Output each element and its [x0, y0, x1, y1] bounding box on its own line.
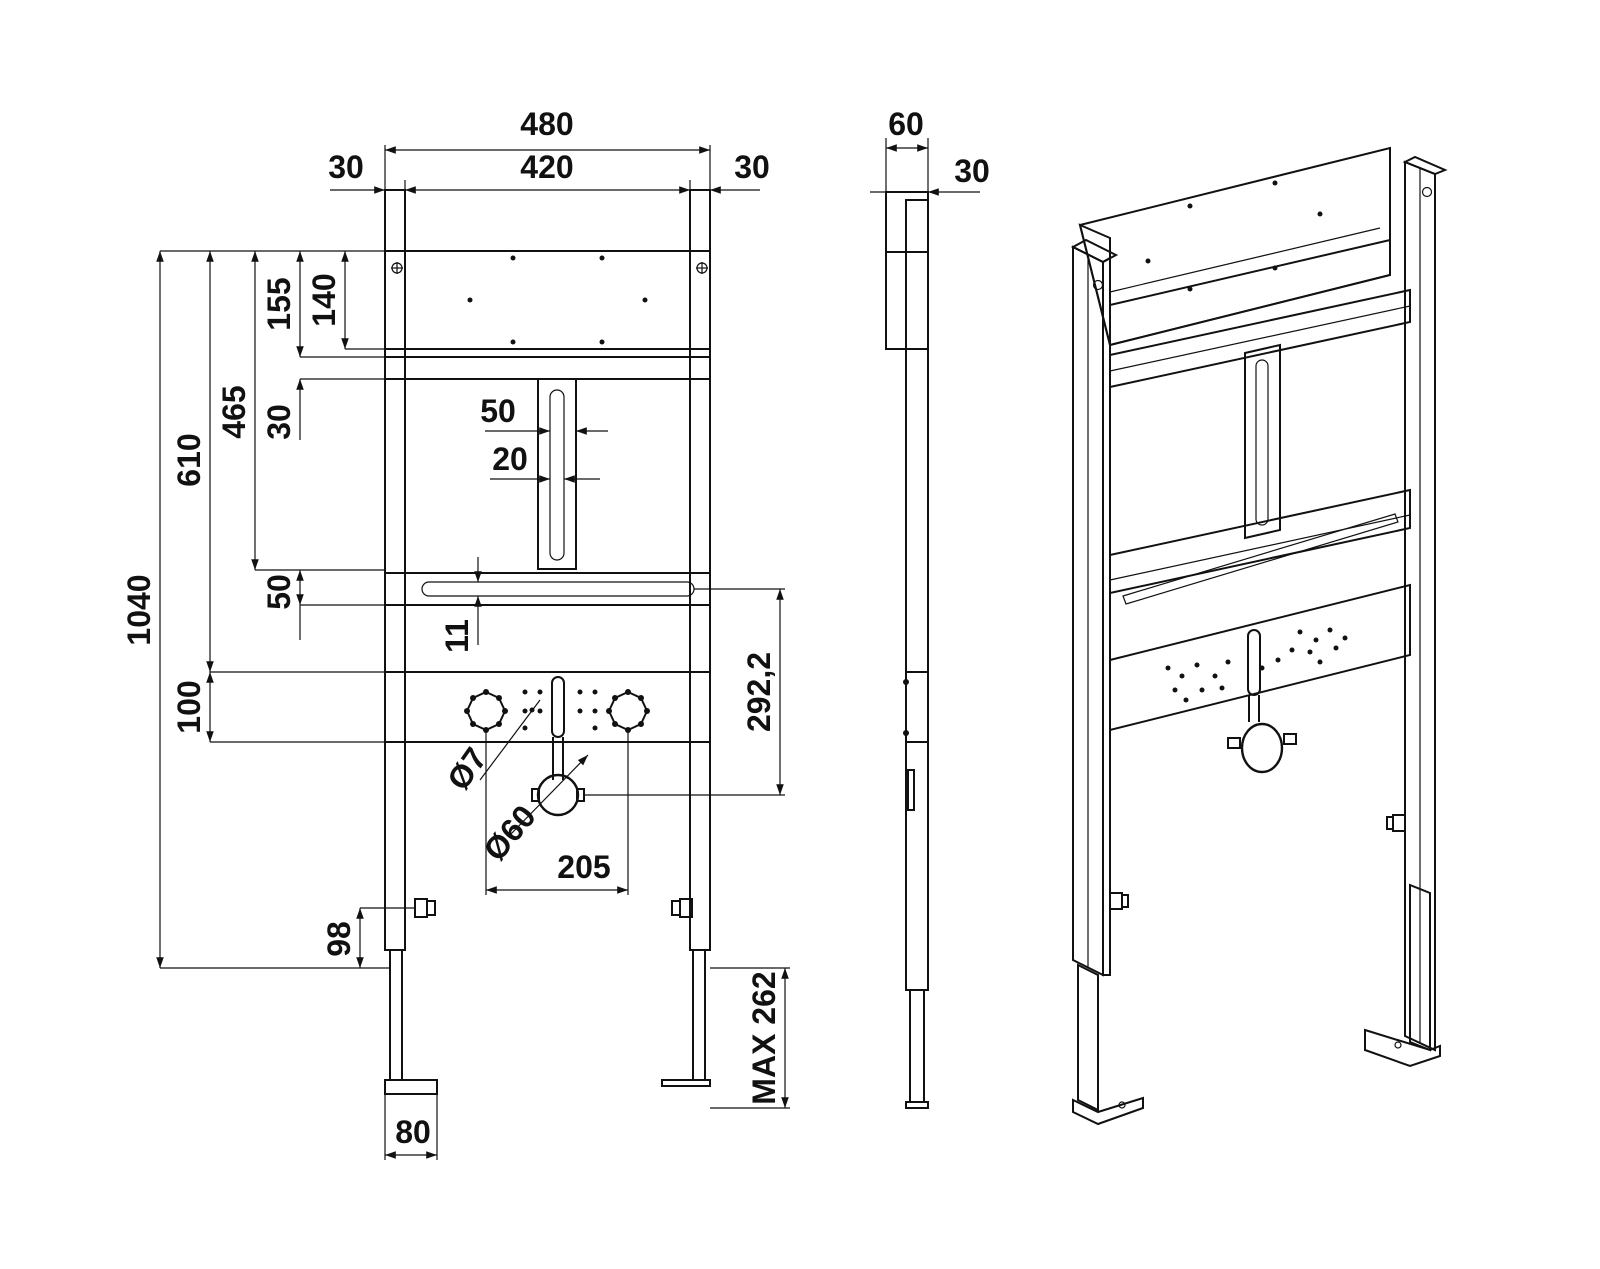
mount-hole-right-icon — [696, 262, 708, 274]
iso-horizontal-slot — [1122, 513, 1399, 605]
side-bracket — [907, 769, 915, 811]
right-leg — [692, 949, 706, 1081]
dim-11: 11 — [439, 619, 475, 653]
top-box — [384, 250, 711, 350]
dim-155: 155 — [261, 277, 297, 330]
right-foot — [661, 1079, 711, 1087]
iso-top-box-holes — [1145, 180, 1323, 292]
dim-98: 98 — [321, 921, 357, 957]
leg-bolt-right-icon — [671, 898, 693, 918]
dim-420: 420 — [520, 149, 573, 185]
iso-right-hole-icon — [1421, 186, 1433, 198]
water-connection-right-icon — [606, 689, 650, 733]
left-foot — [384, 1079, 438, 1095]
horizontal-rail — [384, 572, 711, 606]
iso-lower-band — [1109, 583, 1411, 732]
dim-480: 480 — [520, 106, 573, 142]
side-view: 60 30 — [870, 106, 990, 1109]
iso-band-holes — [1165, 627, 1348, 703]
leg-bolt-left-icon — [414, 898, 436, 918]
dim-30-right: 30 — [734, 149, 770, 185]
iso-right-foot — [1364, 1028, 1441, 1068]
dim-100: 100 — [171, 680, 207, 733]
iso-top-box-back — [1078, 146, 1391, 347]
dim-max-262: MAX 262 — [746, 971, 782, 1104]
vertical-slot — [549, 389, 565, 561]
iso-left-foot — [1072, 1096, 1144, 1126]
iso-vertical-bracket — [1244, 343, 1281, 540]
iso-bolt-left-icon — [1109, 892, 1129, 910]
side-leg — [909, 989, 925, 1103]
iso-vertical-slot — [1255, 359, 1269, 526]
left-leg — [389, 949, 403, 1081]
dim-1040: 1040 — [121, 574, 157, 645]
top-box-holes — [467, 255, 648, 345]
dim-140: 140 — [306, 273, 342, 326]
dim-30-gap: 30 — [261, 404, 297, 440]
dim-30-left: 30 — [328, 149, 364, 185]
dim-30-side: 30 — [954, 153, 990, 189]
dim-292-2: 292,2 — [741, 652, 777, 732]
dim-20-slot: 20 — [492, 441, 528, 477]
front-view — [384, 189, 711, 1095]
front-dimensions — [156, 145, 790, 1160]
dim-80: 80 — [395, 1114, 431, 1150]
dim-610: 610 — [171, 433, 207, 486]
dim-50-rail: 50 — [261, 574, 297, 610]
iso-clamp-bolt-left — [1227, 737, 1241, 749]
mount-hole-left-icon — [391, 262, 403, 274]
band-holes — [522, 689, 598, 731]
side-post — [905, 199, 929, 991]
iso-upper-crossbar — [1109, 288, 1411, 389]
left-post — [384, 189, 406, 951]
side-foot — [905, 1101, 929, 1109]
iso-left-leg — [1077, 963, 1099, 1112]
iso-pipe-clamp-icon — [1240, 722, 1284, 774]
lower-band — [384, 671, 711, 743]
iso-left-hole-icon — [1092, 279, 1104, 291]
iso-bolt-right-icon — [1386, 814, 1406, 832]
water-connection-left-icon — [464, 689, 508, 733]
isometric-view — [1070, 146, 1448, 1126]
horizontal-slot — [421, 581, 695, 597]
upper-crossbar — [384, 356, 711, 380]
right-post — [689, 189, 711, 951]
drain-pipe-clamp-icon — [536, 773, 580, 817]
clamp-bolt-left — [531, 788, 540, 802]
iso-drain-hanger — [1247, 629, 1261, 696]
drain-hanger-slot — [551, 676, 565, 738]
vertical-bracket — [537, 378, 577, 570]
dim-205: 205 — [557, 849, 610, 885]
dim-465: 465 — [216, 385, 252, 438]
side-band — [905, 671, 929, 743]
iso-top-box-tray — [1109, 238, 1391, 347]
dim-50-slot: 50 — [480, 393, 516, 429]
iso-clamp-bolt-right — [1283, 733, 1297, 745]
dim-60: 60 — [888, 106, 924, 142]
iso-horizontal-rail — [1109, 488, 1411, 595]
